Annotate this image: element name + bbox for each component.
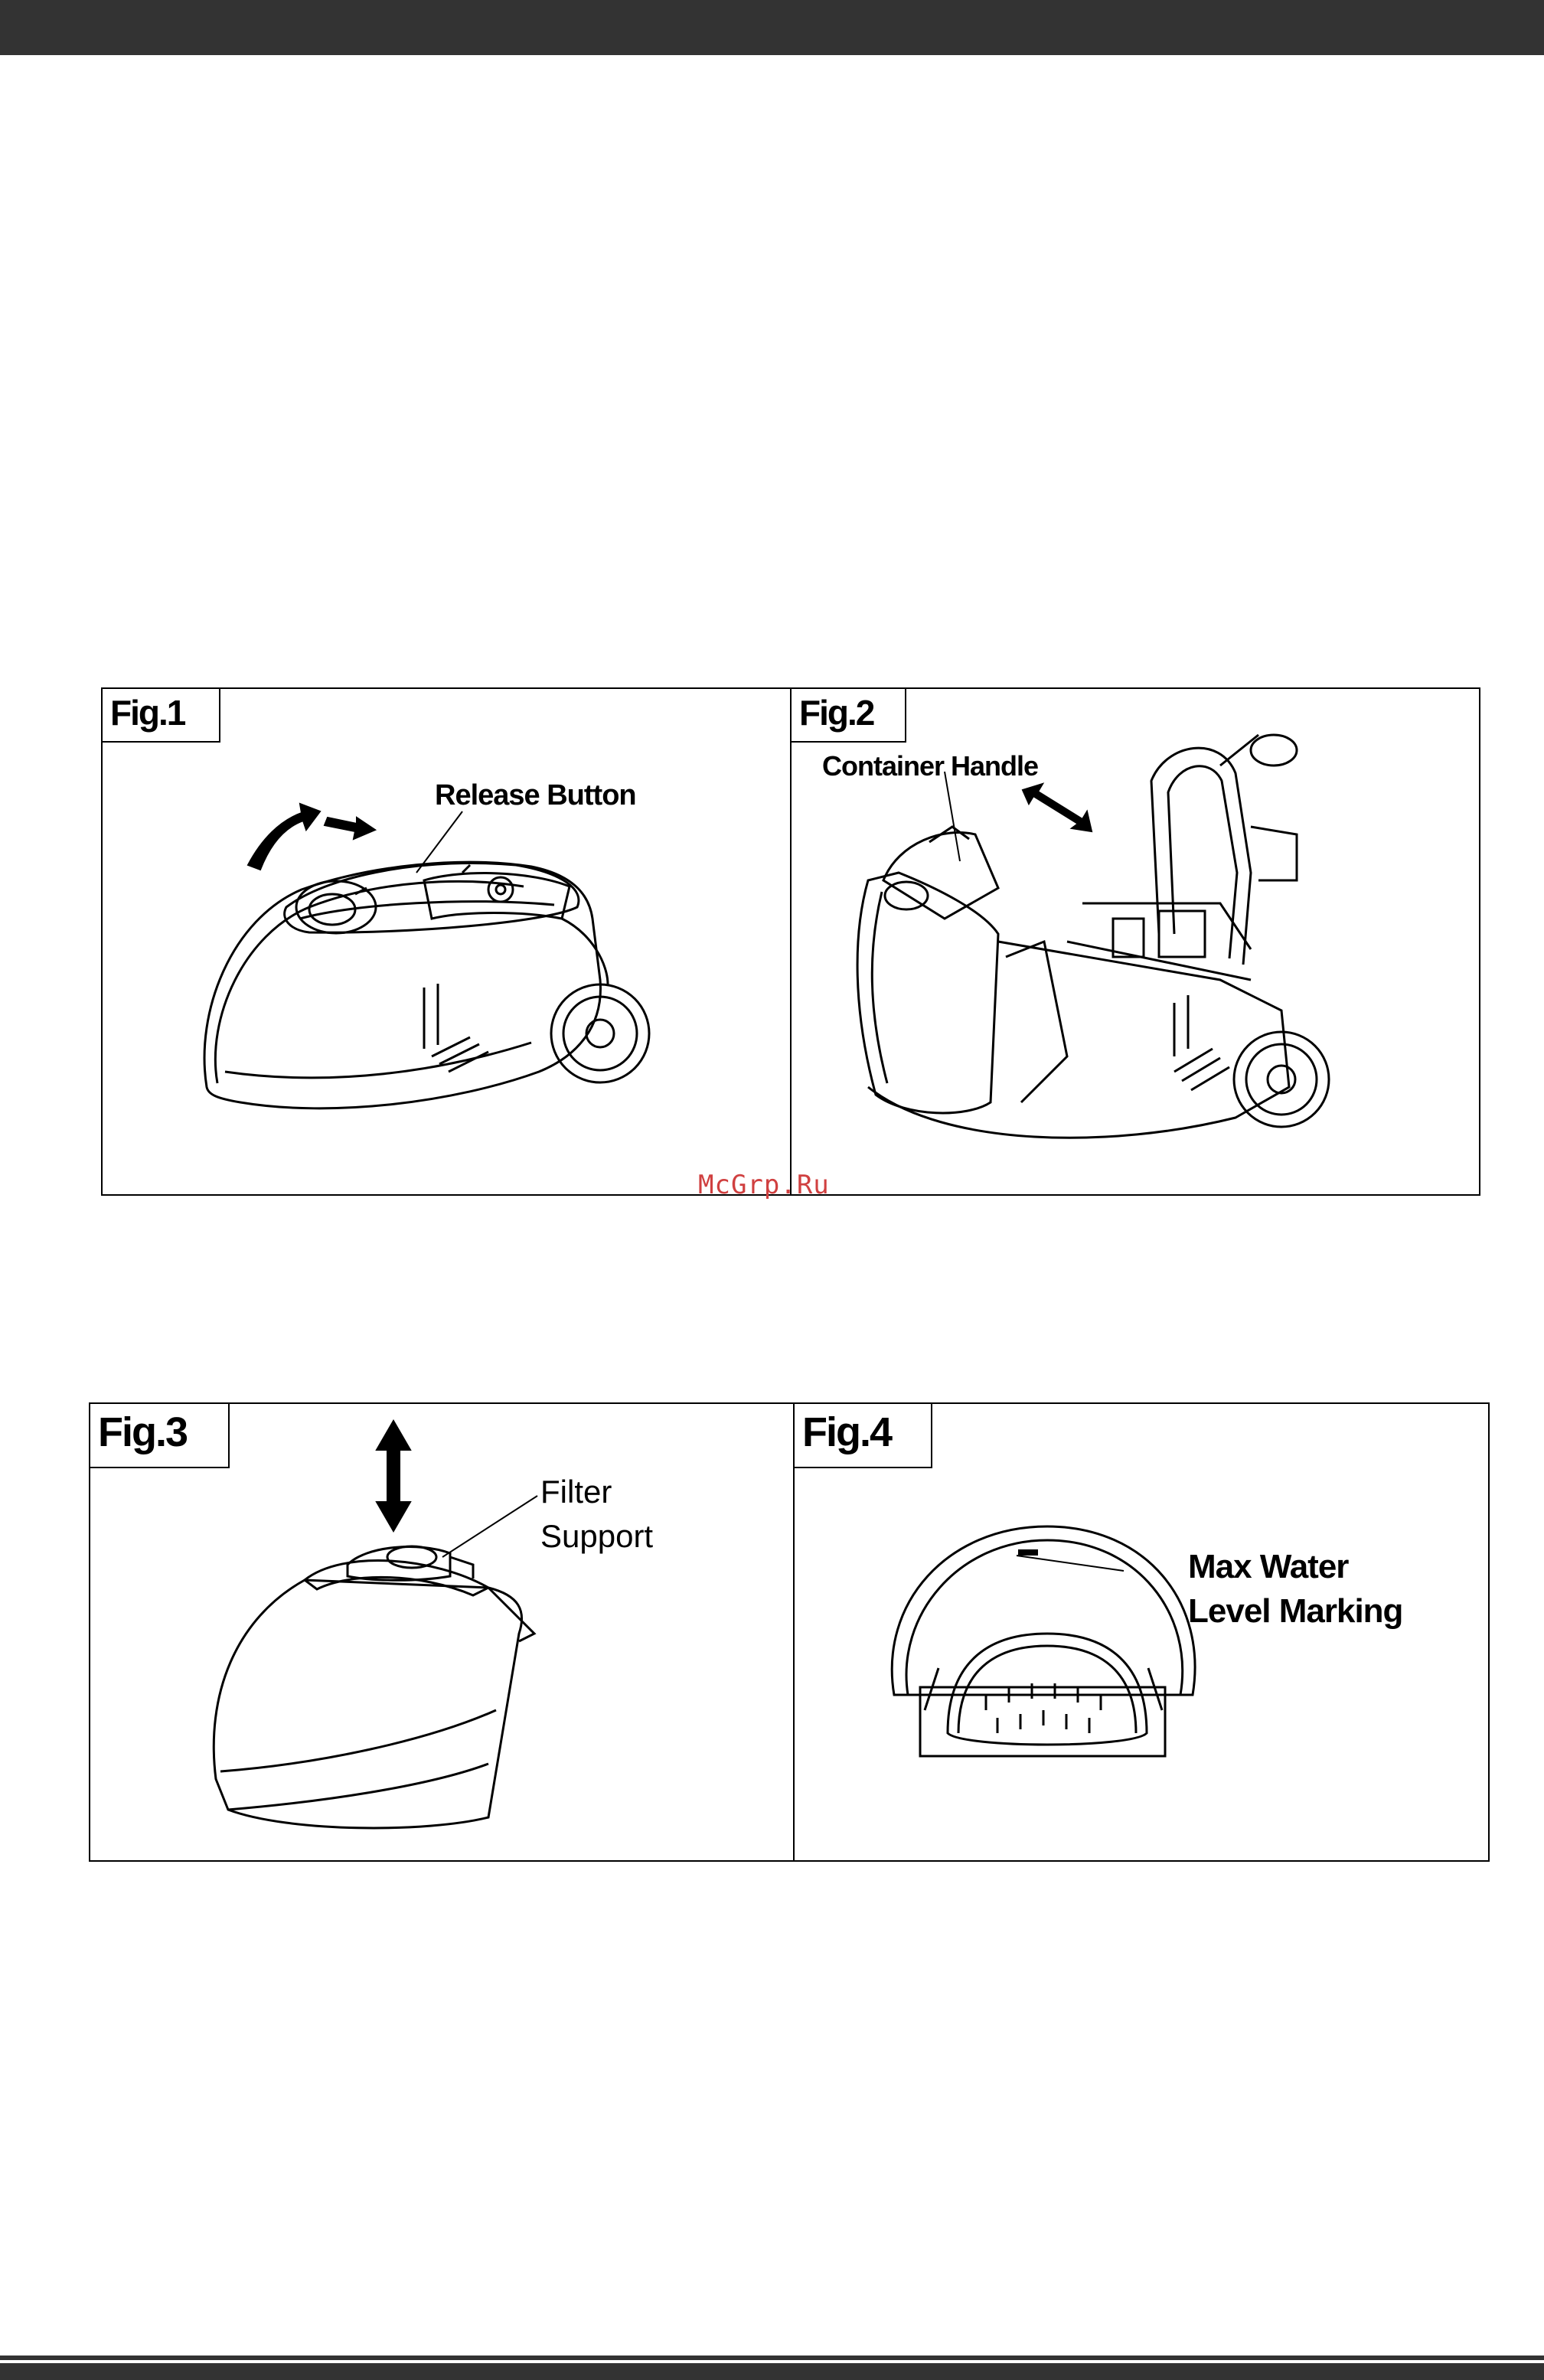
filter-support-illustration	[90, 1404, 793, 1863]
watermark-text: McGrp.Ru	[698, 1170, 830, 1200]
steam-cleaner-illustration	[103, 689, 790, 1194]
steam-cleaner-open-illustration	[792, 689, 1480, 1194]
header-bar	[0, 0, 1544, 55]
figure-panel-bottom: Fig.3 Filter Support Fig.4 Max Water Lev…	[89, 1402, 1490, 1862]
max-level-mark	[1018, 1549, 1038, 1556]
footer-bar	[0, 2360, 1544, 2380]
figure-panel-top: Fig.1 Release Button	[101, 687, 1480, 1196]
water-container-level-illustration	[795, 1404, 1490, 1863]
